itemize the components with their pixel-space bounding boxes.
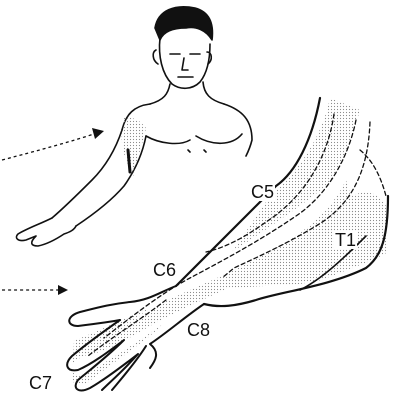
label-c6: C6	[152, 261, 177, 279]
upper-arrowhead	[92, 128, 104, 139]
label-c7: C7	[28, 374, 53, 392]
label-t1: T1	[334, 231, 357, 249]
upper-arrow	[2, 132, 100, 160]
label-c8: C8	[186, 321, 211, 339]
lower-arrowhead	[58, 285, 68, 295]
boundary-t1-upper	[360, 150, 386, 196]
pointer-arrows	[2, 128, 104, 295]
label-c5: C5	[250, 183, 275, 201]
small-figure	[16, 7, 252, 246]
